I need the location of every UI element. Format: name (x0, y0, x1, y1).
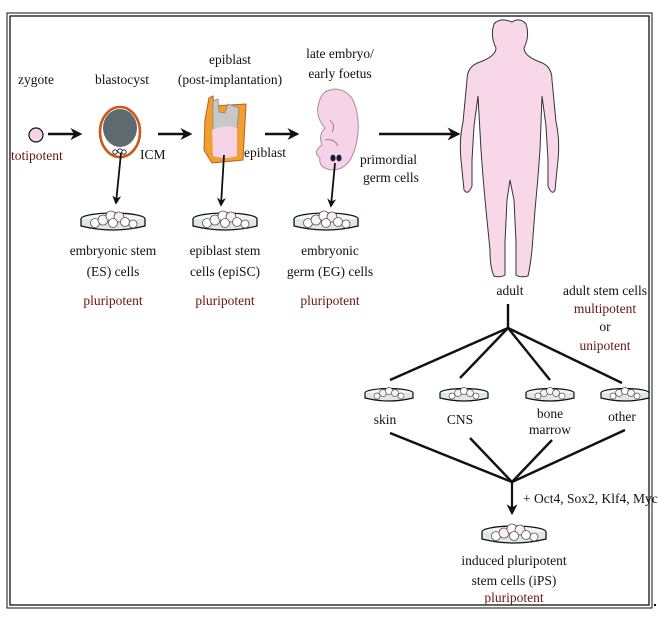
zygote-icon (28, 127, 44, 143)
outer-frame (6, 12, 653, 609)
arrow-icm-to-es (112, 152, 122, 205)
inner-frame (9, 15, 650, 606)
eg-dish-icon (293, 210, 359, 231)
tissue-bone-label-1: bone (537, 406, 563, 421)
episc-dish-icon (192, 210, 258, 231)
zygote-potency: totipotent (11, 148, 63, 163)
epiblast-stage-label-1: epiblast (209, 52, 251, 67)
ips-dish-icon (481, 523, 547, 544)
pgc-label-2: germ cells (363, 170, 419, 185)
tissue-bone-label-2: marrow (529, 422, 571, 437)
ips-potency: pluripotent (484, 590, 543, 605)
eg-label-1: embryonic (301, 243, 359, 258)
epiblast-icon (203, 95, 247, 164)
es-potency: pluripotent (83, 293, 142, 308)
cns-dish-icon (439, 386, 489, 402)
embryo-label-2: early foetus (308, 66, 371, 81)
converging-branches (389, 428, 626, 484)
zygote-label: zygote (18, 72, 54, 87)
adult-stem-potency-1: multipotent (574, 301, 636, 316)
tissue-branches (389, 304, 623, 385)
tissue-other-label: other (608, 409, 636, 424)
eg-potency: pluripotent (300, 293, 359, 308)
adult-body-icon (459, 19, 560, 278)
embryo-label-1: late embryo/ (306, 46, 374, 61)
ips-label-2: stem cells (iPS) (472, 573, 557, 588)
episc-label-2: cells (epiSC) (190, 264, 260, 279)
bone-marrow-dish-icon (525, 386, 575, 402)
arrow-pgc-to-eg (327, 162, 337, 208)
es-label-2: (ES) cells (87, 264, 140, 279)
eg-label-2: germ (EG) cells (287, 264, 373, 279)
epiblast-stage-label-2: (post-implantation) (178, 72, 282, 87)
adult-stem-cells-title: adult stem cells (563, 283, 647, 298)
arrow-epiblast-to-episc (216, 154, 226, 207)
adult-stem-or: or (599, 319, 611, 334)
tissue-skin-label: skin (374, 412, 397, 427)
embryo-icon (316, 88, 359, 171)
blastocyst-icon (98, 105, 142, 159)
adult-label: adult (497, 283, 524, 298)
epiblast-part-label: epiblast (244, 145, 286, 160)
ips-label-1: induced pluripotent (461, 553, 567, 568)
adult-stem-potency-2: unipotent (580, 338, 631, 353)
es-dish-icon (80, 210, 146, 231)
es-label-1: embryonic stem (70, 243, 157, 258)
tissue-cns-label: CNS (447, 412, 473, 427)
reprogramming-factors: + Oct4, Sox2, Klf4, Myc (523, 491, 658, 506)
icm-label: ICM (140, 147, 166, 162)
episc-label-1: epiblast stem (190, 243, 261, 258)
trailing-period (654, 604, 656, 606)
skin-dish-icon (364, 386, 414, 402)
episc-potency: pluripotent (195, 293, 254, 308)
other-dish-icon (600, 386, 650, 402)
blastocyst-label: blastocyst (95, 72, 149, 87)
pgc-label-1: primordial (360, 152, 417, 167)
